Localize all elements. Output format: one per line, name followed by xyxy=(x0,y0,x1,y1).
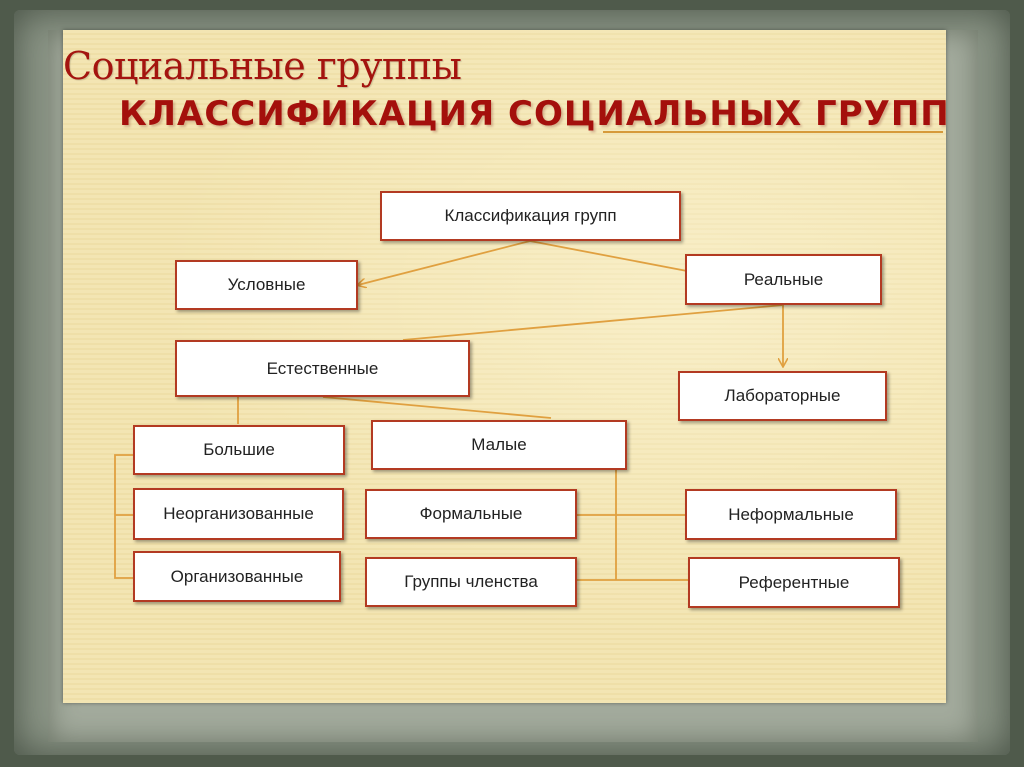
node-conditional: Условные xyxy=(175,260,358,310)
node-organized: Организованные xyxy=(133,551,341,602)
slide-subtitle: КЛАССИФИКАЦИЯ СОЦИАЛЬНЫХ ГРУПП xyxy=(119,94,946,134)
node-reference: Референтные xyxy=(688,557,900,608)
node-large: Большие xyxy=(133,425,345,475)
connector-real-natural xyxy=(402,304,784,341)
node-real: Реальные xyxy=(685,254,882,305)
node-membership: Группы членства xyxy=(365,557,577,607)
node-small: Малые xyxy=(371,420,627,470)
node-natural: Естественные xyxy=(175,340,470,397)
connector-lines xyxy=(114,240,946,581)
slide-title: Социальные группы xyxy=(63,44,462,88)
subtitle-underline xyxy=(603,131,943,133)
connector-root-real xyxy=(529,240,688,272)
slide: Социальные группы КЛАССИФИКАЦИЯ СОЦИАЛЬН… xyxy=(63,30,946,703)
node-informal: Неформальные xyxy=(685,489,897,540)
node-unorganized: Неорганизованные xyxy=(133,488,344,540)
connector-natural-small xyxy=(322,396,552,419)
node-root: Классификация групп xyxy=(380,191,681,241)
connector-large-bracket xyxy=(114,454,133,579)
node-formal: Формальные xyxy=(365,489,577,539)
connector-root-conditional xyxy=(358,240,531,285)
node-laboratory: Лабораторные xyxy=(678,371,887,421)
